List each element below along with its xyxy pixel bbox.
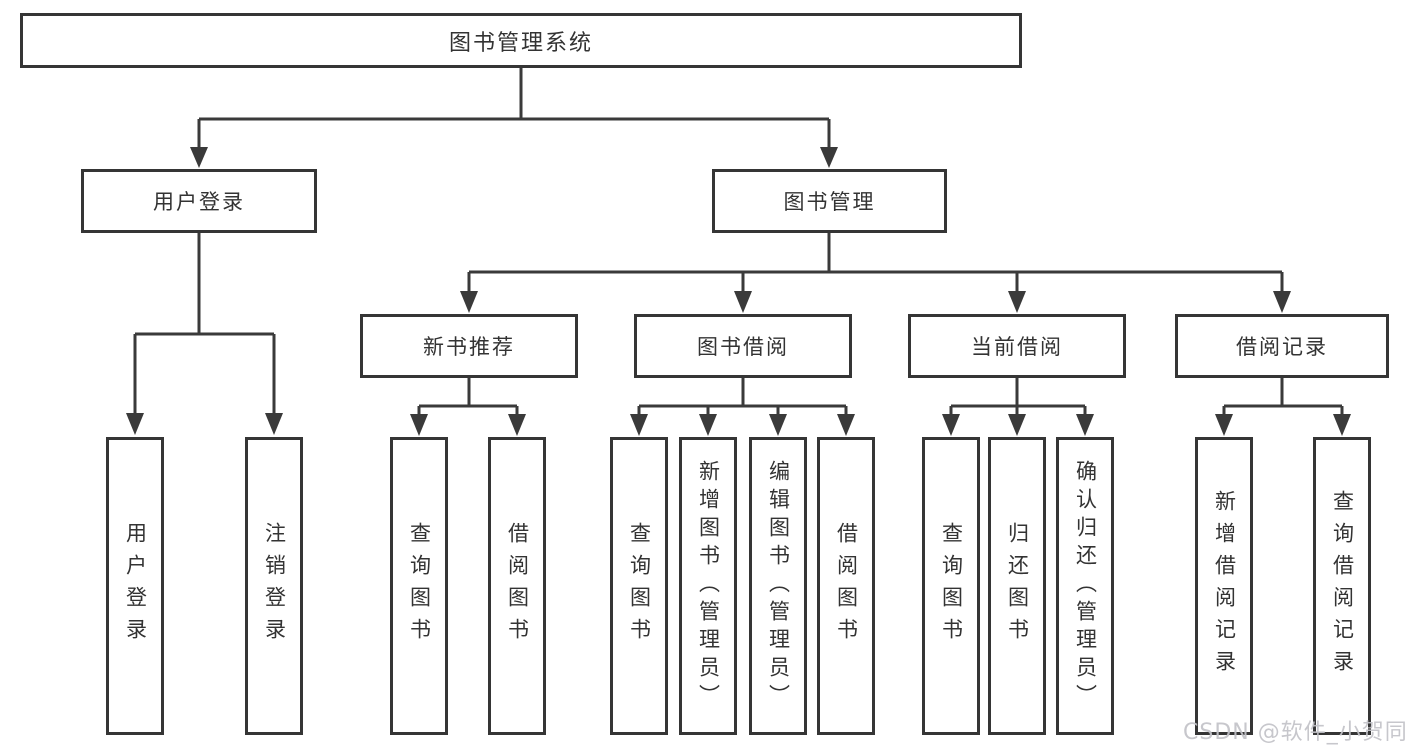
- leaf-add-books-admin-label: 新增图书（管理员）: [696, 460, 721, 712]
- connector-book-mgmt-to-sections: [460, 233, 1291, 313]
- leaf-add-books-admin: 新增图书（管理员）: [679, 437, 737, 735]
- connector-borrow-record-to-leaves: [1215, 378, 1351, 436]
- leaf-query-borrow-record-label: 查询借阅记录: [1330, 490, 1355, 682]
- node-book-borrowing-label: 图书借阅: [697, 335, 789, 359]
- leaf-borrow-books-recommend-label: 借阅图书: [505, 522, 530, 650]
- node-book-borrowing: 图书借阅: [634, 314, 852, 378]
- leaf-query-borrow-record: 查询借阅记录: [1313, 437, 1371, 735]
- leaf-query-books-recommend-label: 查询图书: [407, 522, 432, 650]
- leaf-logout-label: 注销登录: [262, 522, 287, 650]
- leaf-query-books-borrowing-label: 查询图书: [627, 522, 652, 650]
- leaf-edit-books-admin-label: 编辑图书（管理员）: [766, 460, 791, 712]
- csdn-watermark: CSDN @软件_小贺同学: [1183, 720, 1405, 745]
- node-borrow-records: 借阅记录: [1175, 314, 1389, 378]
- connector-user-login-to-leaves: [126, 233, 283, 435]
- node-current-borrowing: 当前借阅: [908, 314, 1126, 378]
- connector-new-book-to-leaves: [410, 378, 526, 436]
- leaf-return-books: 归还图书: [988, 437, 1046, 735]
- leaf-add-borrow-record: 新增借阅记录: [1195, 437, 1253, 735]
- leaf-query-books-borrowing: 查询图书: [610, 437, 668, 735]
- node-book-management: 图书管理: [712, 169, 947, 233]
- leaf-borrow-books-label: 借阅图书: [834, 522, 859, 650]
- leaf-borrow-books: 借阅图书: [817, 437, 875, 735]
- node-root-system: 图书管理系统: [20, 13, 1022, 68]
- leaf-edit-books-admin: 编辑图书（管理员）: [749, 437, 807, 735]
- node-root-label: 图书管理系统: [448, 30, 593, 56]
- leaf-add-borrow-record-label: 新增借阅记录: [1212, 490, 1237, 682]
- leaf-confirm-return-admin-label: 确认归还（管理员）: [1073, 460, 1098, 712]
- node-current-borrowing-label: 当前借阅: [971, 335, 1063, 359]
- leaf-return-books-label: 归还图书: [1005, 522, 1030, 650]
- connector-current-borrow-to-leaves: [942, 378, 1094, 436]
- leaf-query-books-current-label: 查询图书: [939, 522, 964, 650]
- leaf-logout: 注销登录: [245, 437, 303, 735]
- leaf-query-books-current: 查询图书: [922, 437, 980, 735]
- node-user-login: 用户登录: [81, 169, 317, 233]
- leaf-user-login-label: 用户登录: [123, 522, 148, 650]
- leaf-user-login: 用户登录: [106, 437, 164, 735]
- node-book-management-label: 图书管理: [783, 190, 876, 214]
- leaf-confirm-return-admin: 确认归还（管理员）: [1056, 437, 1114, 735]
- leaf-query-books-recommend: 查询图书: [390, 437, 448, 735]
- node-new-book-recommend: 新书推荐: [360, 314, 578, 378]
- connector-book-borrow-to-leaves: [630, 378, 855, 436]
- node-user-login-label: 用户登录: [153, 190, 245, 214]
- node-borrow-records-label: 借阅记录: [1236, 335, 1328, 359]
- connector-root-to-level2: [190, 68, 838, 168]
- leaf-borrow-books-recommend: 借阅图书: [488, 437, 546, 735]
- node-new-book-recommend-label: 新书推荐: [423, 335, 515, 359]
